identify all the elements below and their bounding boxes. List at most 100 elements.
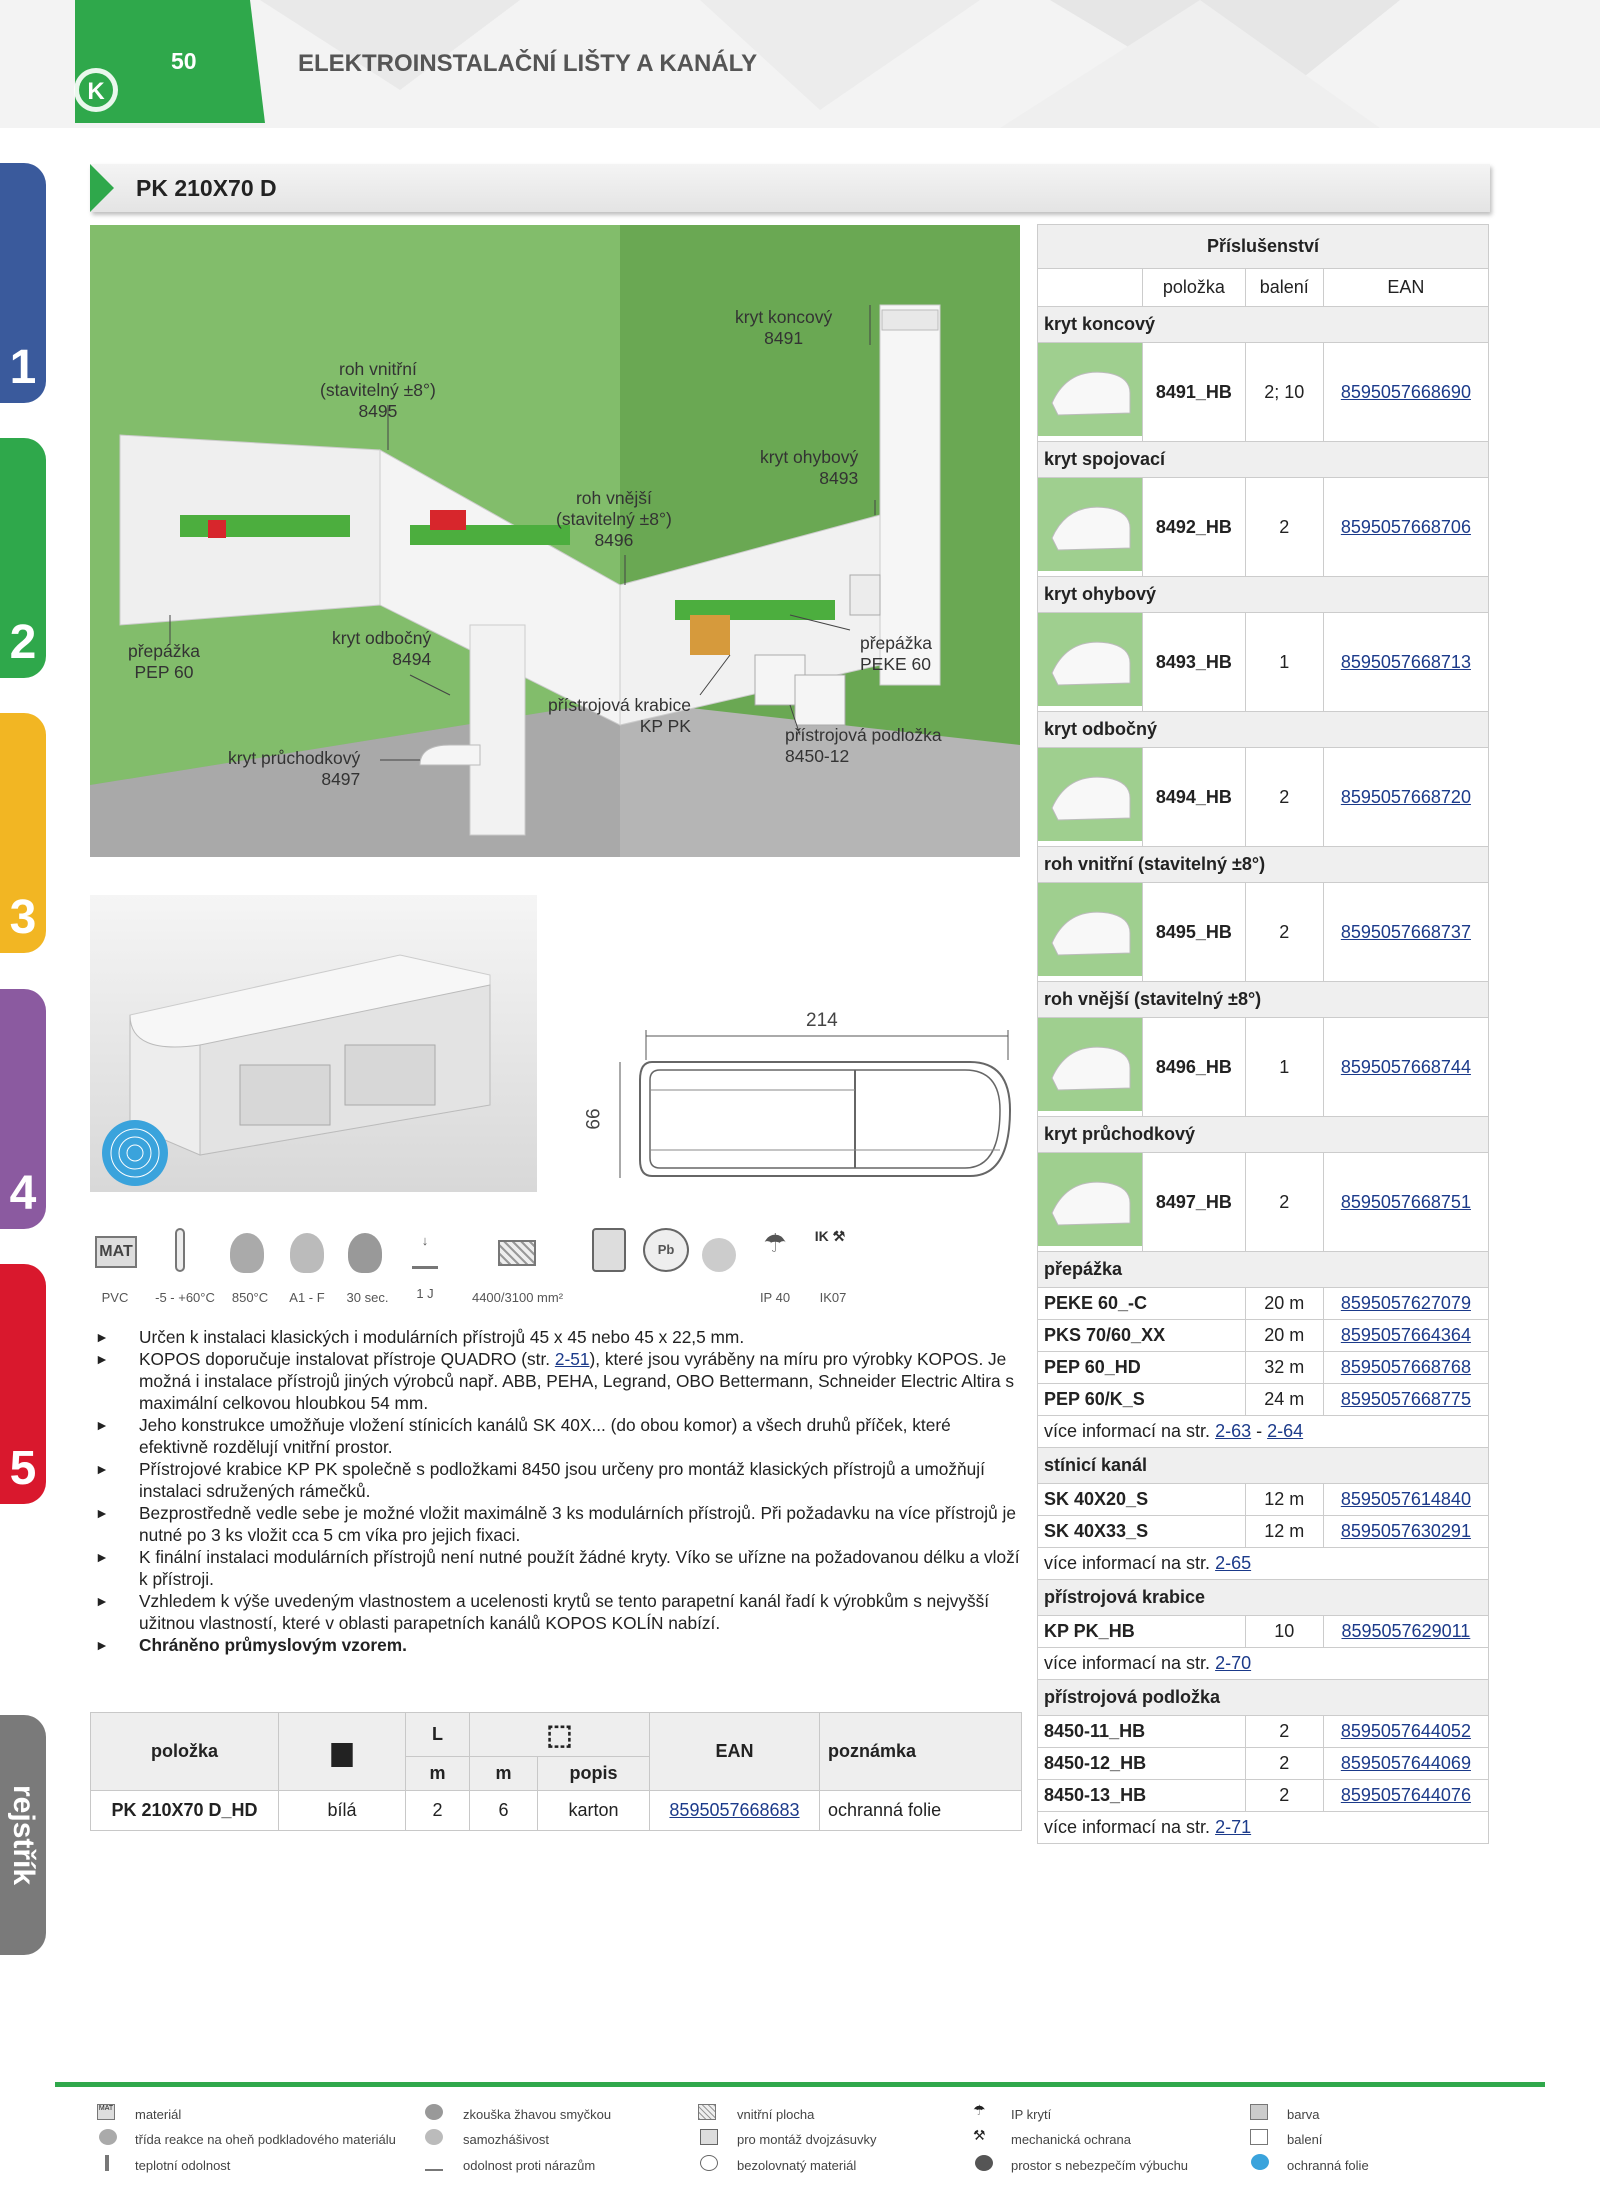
inner-area-icon (498, 1240, 536, 1266)
pb-free-icon: Pb (643, 1228, 689, 1272)
scene-illustration (90, 225, 1020, 857)
pb-free-icon (700, 2155, 718, 2171)
acc-item-thumbnail (1037, 1152, 1143, 1252)
tab-1[interactable]: 1 (0, 163, 46, 403)
acc-item-pack: 2 (1244, 747, 1324, 847)
protective-foil-icon (1251, 2154, 1269, 2170)
page-link[interactable]: 2-64 (1267, 1421, 1304, 1441)
acc-group-ean[interactable]: 8595057668768 (1322, 1351, 1490, 1384)
acc-item-ean[interactable]: 8595057668744 (1322, 1017, 1490, 1117)
acc-group-ean[interactable]: 8595057630291 (1322, 1515, 1490, 1548)
acc-group-ean[interactable]: 8595057644076 (1322, 1779, 1490, 1812)
acc-group-ean[interactable]: 8595057668775 (1322, 1383, 1490, 1416)
acc-group-pack: 20 m (1244, 1287, 1324, 1320)
more-info: více informací na str. 2-65 (1037, 1547, 1489, 1580)
ip-icon: ☂ (973, 2102, 986, 2118)
more-info: více informací na str. 2-70 (1037, 1647, 1489, 1680)
prop-label-ip: IP 40 (759, 1290, 791, 1305)
product-title: PK 210X70 D (136, 175, 277, 201)
product-notes: Určen k instalaci klasických i modulární… (95, 1326, 1020, 1656)
acc-group-code: 8450-13_HB (1037, 1779, 1246, 1812)
acc-col-ean: EAN (1322, 268, 1490, 307)
acc-group-code: SK 40X33_S (1037, 1515, 1246, 1548)
prop-label-temperature: -5 - +60°C (155, 1290, 215, 1305)
hdr-ean: EAN (649, 1712, 820, 1791)
page-link[interactable]: 2-63 (1215, 1421, 1252, 1441)
page-link[interactable]: 2-70 (1215, 1653, 1252, 1673)
label-roh-vnejsi: roh vnější (stavitelný ±8°) 8496 (556, 488, 672, 550)
mat-icon: MAT (95, 1236, 137, 1268)
acc-group-name: přístrojová podložka (1037, 1679, 1489, 1716)
ip-icon: ☂ (763, 1228, 787, 1258)
more-info: více informací na str. 2-71 (1037, 1811, 1489, 1844)
legend: MAT materiál třída reakce na oheň podkla… (55, 2082, 1545, 2211)
label-kryt-ohybovy: kryt ohybový 8493 (760, 447, 859, 488)
installation-scene: kryt koncový 8491 roh vnitřní (staviteln… (90, 225, 1020, 857)
page-link[interactable]: 2-65 (1215, 1553, 1252, 1573)
page-number: 50 (171, 48, 197, 74)
legend-glow-wire: zkouška žhavou smyčkou (463, 2107, 612, 2122)
acc-group-pack: 10 (1244, 1615, 1324, 1648)
acc-item-ean[interactable]: 8595057668713 (1322, 612, 1490, 712)
acc-item-pack: 2 (1244, 882, 1324, 982)
acc-group-ean[interactable]: 8595057627079 (1322, 1287, 1490, 1320)
header-background: K (0, 0, 1600, 128)
row-polozka: PK 210X70 D_HD (90, 1790, 279, 1831)
acc-item-ean[interactable]: 8595057668751 (1322, 1152, 1490, 1252)
more-info: více informací na str. 2-63 - 2-64 (1037, 1415, 1489, 1448)
acc-group-code: 8450-12_HB (1037, 1747, 1246, 1780)
hdr-popis: popis (537, 1756, 650, 1791)
acc-group-code: PEP 60/K_S (1037, 1383, 1246, 1416)
channel-illustration (102, 954, 491, 1186)
tab-3[interactable]: 3 (0, 713, 46, 953)
acc-item-name: roh vnější (stavitelný ±8°) (1037, 981, 1489, 1018)
product-photo (90, 895, 537, 1192)
acc-group-ean[interactable]: 8595057644052 (1322, 1715, 1490, 1748)
acc-item-name: kryt odbočný (1037, 711, 1489, 748)
color-icon (1250, 2104, 1268, 2120)
acc-item-name: kryt průchodkový (1037, 1116, 1489, 1153)
acc-group-ean[interactable]: 8595057629011 (1322, 1615, 1490, 1648)
section-svg (619, 1030, 1012, 1178)
acc-group-ean[interactable]: 8595057664364 (1322, 1319, 1490, 1352)
acc-group-ean[interactable]: 8595057644069 (1322, 1747, 1490, 1780)
cross-section-drawing: 214 66 (584, 1000, 1020, 1200)
acc-group-pack: 32 m (1244, 1351, 1324, 1384)
acc-group-pack: 24 m (1244, 1383, 1324, 1416)
label-roh-vnitrni: roh vnitřní (stavitelný ±8°) 8495 (320, 359, 436, 421)
acc-group-code: 8450-11_HB (1037, 1715, 1246, 1748)
legend-ip: IP krytí (1011, 2107, 1052, 2122)
ik-icon: ⚒ (973, 2127, 986, 2143)
link-2-51[interactable]: 2-51 (554, 1349, 590, 1369)
hdr-poznamka: poznámka (819, 1712, 1022, 1791)
acc-group-code: KP PK_HB (1037, 1615, 1246, 1648)
page-link[interactable]: 2-71 (1215, 1817, 1252, 1837)
acc-item-ean[interactable]: 8595057668690 (1322, 342, 1490, 442)
legend-temperature: teplotní odolnost (135, 2158, 231, 2173)
glow-wire-icon (230, 1233, 264, 1273)
legend-impact: odolnost proti nárazům (463, 2158, 596, 2173)
impact-icon (425, 2155, 443, 2171)
flame-icon (290, 1233, 324, 1273)
acc-group-ean[interactable]: 8595057614840 (1322, 1483, 1490, 1516)
package-icon (1250, 2129, 1268, 2145)
tab-5[interactable]: 5 (0, 1264, 46, 1504)
row-ean[interactable]: 8595057668683 (649, 1790, 820, 1831)
acc-item-code: 8491_HB (1142, 342, 1246, 442)
acc-item-ean[interactable]: 8595057668720 (1322, 747, 1490, 847)
acc-group-code: SK 40X20_S (1037, 1483, 1246, 1516)
legend-foil: ochranná folie (1287, 2158, 1369, 2173)
legend-material: materiál (135, 2107, 182, 2122)
acc-item-name: roh vnitřní (stavitelný ±8°) (1037, 846, 1489, 883)
acc-group-pack: 12 m (1244, 1483, 1324, 1516)
acc-item-ean[interactable]: 8595057668706 (1322, 477, 1490, 577)
thermometer-icon (105, 2155, 109, 2171)
tab-rejstrik[interactable]: rejstřík (0, 1715, 46, 1955)
tab-4[interactable]: 4 (0, 989, 46, 1229)
prop-label-impact: 1 J (416, 1286, 434, 1301)
acc-item-ean[interactable]: 8595057668737 (1322, 882, 1490, 982)
legend-mechanical: mechanická ochrana (1011, 2132, 1131, 2147)
tab-2[interactable]: 2 (0, 438, 46, 678)
note-5: Bezprostředně vedle sebe je možné vložit… (95, 1502, 1020, 1546)
